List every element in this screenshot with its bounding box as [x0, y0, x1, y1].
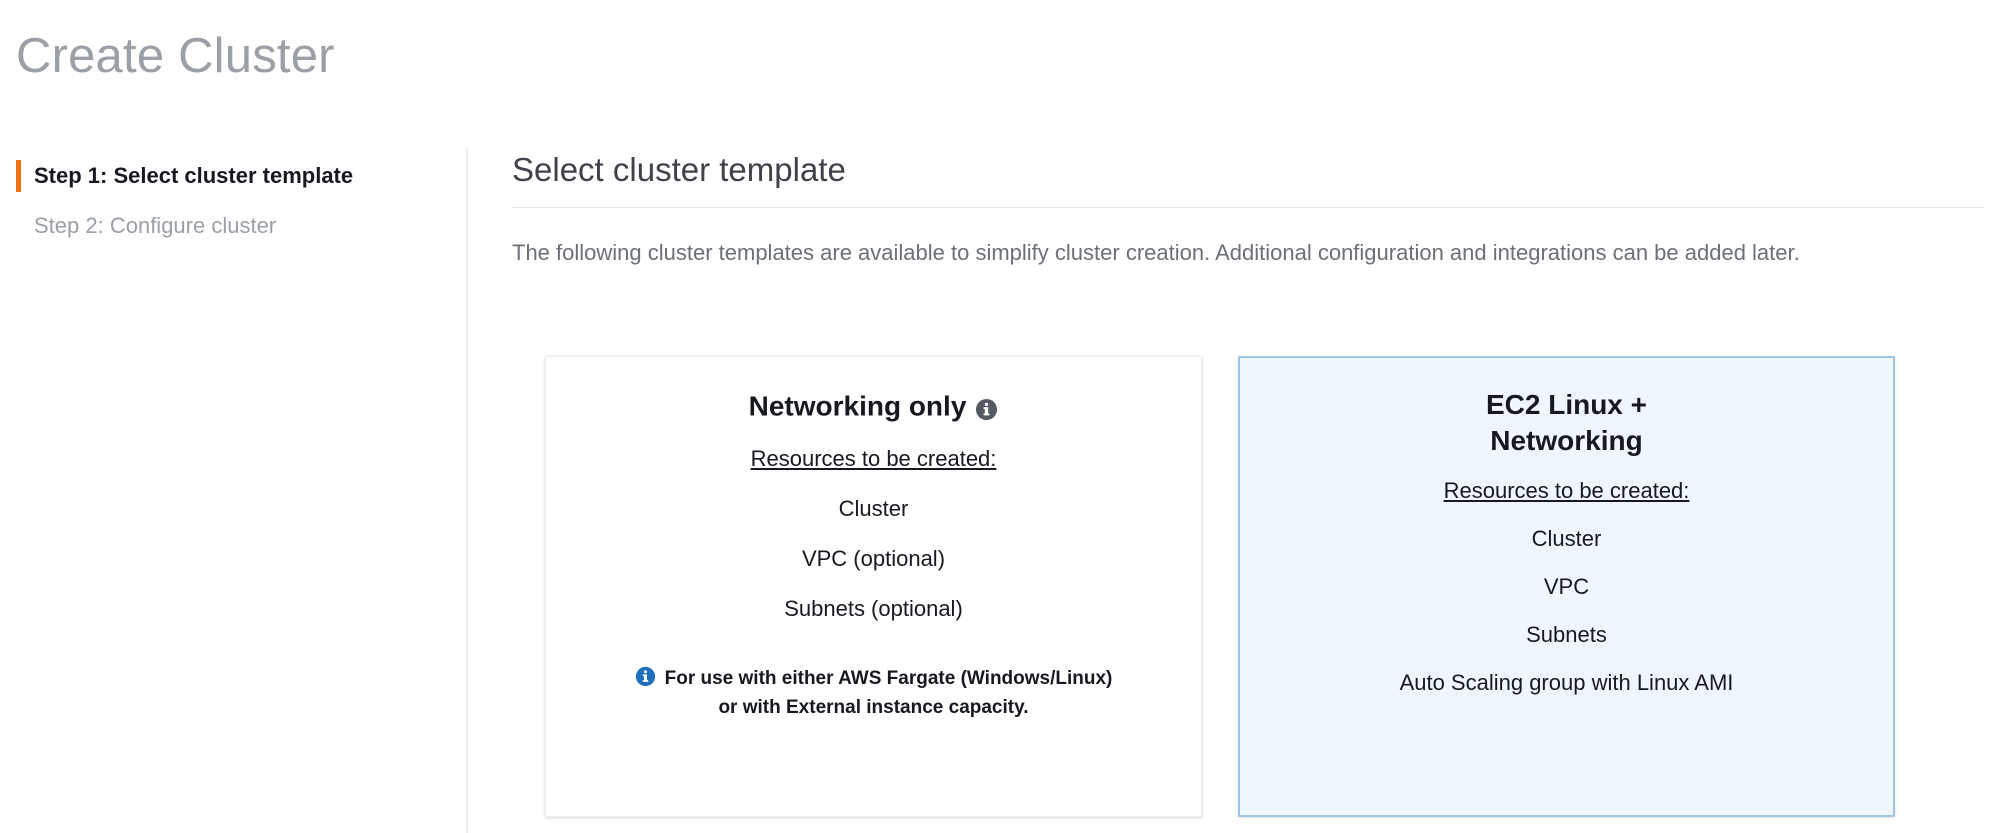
template-card-ec2-linux-networking[interactable]: EC2 Linux + Networking Resources to be c…	[1238, 356, 1895, 817]
resources-label: Resources to be created:	[750, 445, 997, 471]
cluster-template-card-list: Networking only Resources to be created:…	[545, 356, 1895, 817]
resource-list: Cluster VPC (optional) Subnets (optional…	[572, 496, 1175, 622]
section-description: The following cluster templates are avai…	[512, 240, 1800, 265]
list-item: VPC	[1543, 574, 1590, 599]
template-card-title: EC2 Linux + Networking	[1266, 387, 1867, 459]
list-item: Subnets	[1526, 622, 1607, 647]
sidebar-item-step-1[interactable]: Step 1: Select cluster template	[0, 160, 466, 192]
list-item: VPC (optional)	[801, 545, 946, 571]
resource-list: Cluster VPC Subnets Auto Scaling group w…	[1266, 526, 1867, 696]
template-card-title-line-1: EC2 Linux +	[1485, 389, 1648, 420]
step-1-label: Step 1: Select cluster template	[34, 163, 354, 188]
resources-label: Resources to be created:	[1443, 478, 1690, 503]
info-icon[interactable]	[975, 394, 998, 421]
section-heading: Select cluster template	[512, 151, 846, 188]
card-note-line-1: For use with either AWS Fargate (Windows…	[664, 667, 1113, 689]
template-card-title: Networking only	[572, 387, 1175, 425]
list-item: Auto Scaling group with Linux AMI	[1399, 670, 1734, 695]
sidebar-item-step-2[interactable]: Step 2: Configure cluster	[0, 212, 466, 240]
page-title: Create Cluster	[16, 29, 335, 83]
list-item: Cluster	[838, 495, 909, 521]
list-item: Subnets (optional)	[784, 595, 963, 621]
template-card-title-text: Networking only	[748, 390, 967, 422]
template-card-title-line-2: Networking	[1490, 425, 1643, 456]
card-note-line-2: or with External instance capacity.	[718, 696, 1029, 718]
main-content: Select cluster template The following cl…	[512, 150, 1999, 272]
list-item: Cluster	[1531, 526, 1602, 551]
step-2-label: Step 2: Configure cluster	[34, 213, 277, 238]
card-info-note: For use with either AWS Fargate (Windows…	[572, 664, 1175, 722]
template-card-networking-only[interactable]: Networking only Resources to be created:…	[545, 356, 1202, 817]
wizard-step-navigation: Step 1: Select cluster template Step 2: …	[0, 148, 468, 833]
section-divider	[512, 207, 1985, 208]
info-icon-blue	[635, 666, 656, 687]
